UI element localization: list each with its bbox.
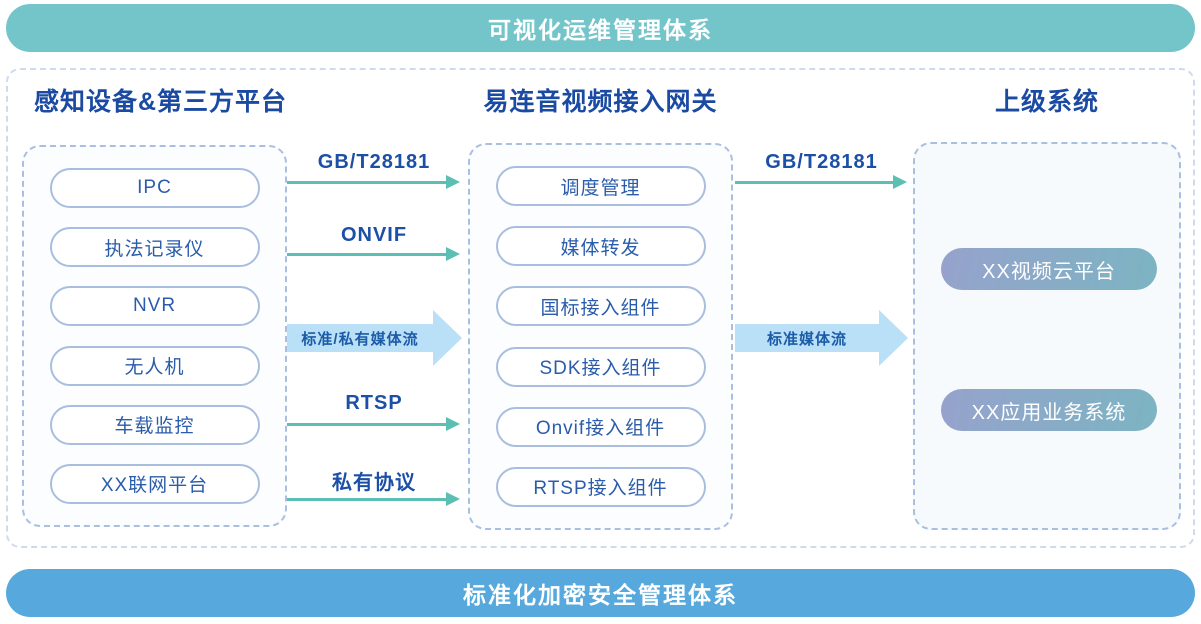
flow-block-standard-private-media: 标准/私有媒体流 — [287, 324, 433, 352]
right-arrow-icon — [287, 492, 460, 506]
node-drone: 无人机 — [49, 345, 260, 386]
right-arrow-icon — [287, 175, 460, 189]
flow-block-standard-media: 标准媒体流 — [735, 324, 879, 352]
node-body-camera: 执法记录仪 — [49, 227, 260, 268]
node-ipc: IPC — [49, 168, 260, 208]
node-xx-video-cloud: XX视频云平台 — [941, 248, 1157, 290]
right-arrow-icon — [735, 175, 907, 189]
group-devices: IPC 执法记录仪 NVR 无人机 车载监控 XX联网平台 — [22, 145, 287, 527]
column-title-devices: 感知设备&第三方平台 — [34, 88, 288, 116]
node-nvr: NVR — [49, 286, 260, 327]
top-banner-label: 可视化运维管理体系 — [488, 17, 713, 43]
column-title-gateway: 易连音视频接入网关 — [483, 88, 718, 116]
node-onvif-access: Onvif接入组件 — [495, 406, 706, 447]
flow-label-gbt28181-left: GB/T28181 — [317, 151, 431, 173]
node-vehicle-monitor: 车载监控 — [49, 404, 260, 445]
flow-label-gbt28181-right: GB/T28181 — [765, 151, 878, 173]
node-dispatch-mgmt: 调度管理 — [495, 166, 706, 206]
bottom-banner: 标准化加密安全管理体系 — [6, 569, 1195, 617]
flow-label-onvif: ONVIF — [340, 224, 408, 246]
group-upper-systems: XX视频云平台 XX应用业务系统 — [913, 142, 1181, 530]
block-arrow-head-icon — [879, 310, 908, 366]
group-gateway: 调度管理 媒体转发 国标接入组件 SDK接入组件 Onvif接入组件 RTSP接… — [468, 143, 733, 530]
flow-label-private-protocol: 私有协议 — [332, 472, 416, 494]
bottom-banner-label: 标准化加密安全管理体系 — [463, 582, 738, 608]
node-media-forward: 媒体转发 — [495, 226, 706, 267]
column-title-upper-systems: 上级系统 — [994, 88, 1099, 116]
block-arrow-head-icon — [433, 310, 462, 366]
top-banner: 可视化运维管理体系 — [6, 4, 1195, 52]
node-rtsp-access: RTSP接入组件 — [495, 466, 706, 507]
node-xx-network-platform: XX联网平台 — [49, 463, 260, 504]
node-xx-app-system: XX应用业务系统 — [941, 389, 1157, 431]
node-sdk-access: SDK接入组件 — [495, 346, 706, 387]
right-arrow-icon — [287, 417, 460, 431]
right-arrow-icon — [287, 247, 460, 261]
node-gb-access: 国标接入组件 — [495, 286, 706, 327]
flow-label-rtsp: RTSP — [345, 392, 403, 414]
